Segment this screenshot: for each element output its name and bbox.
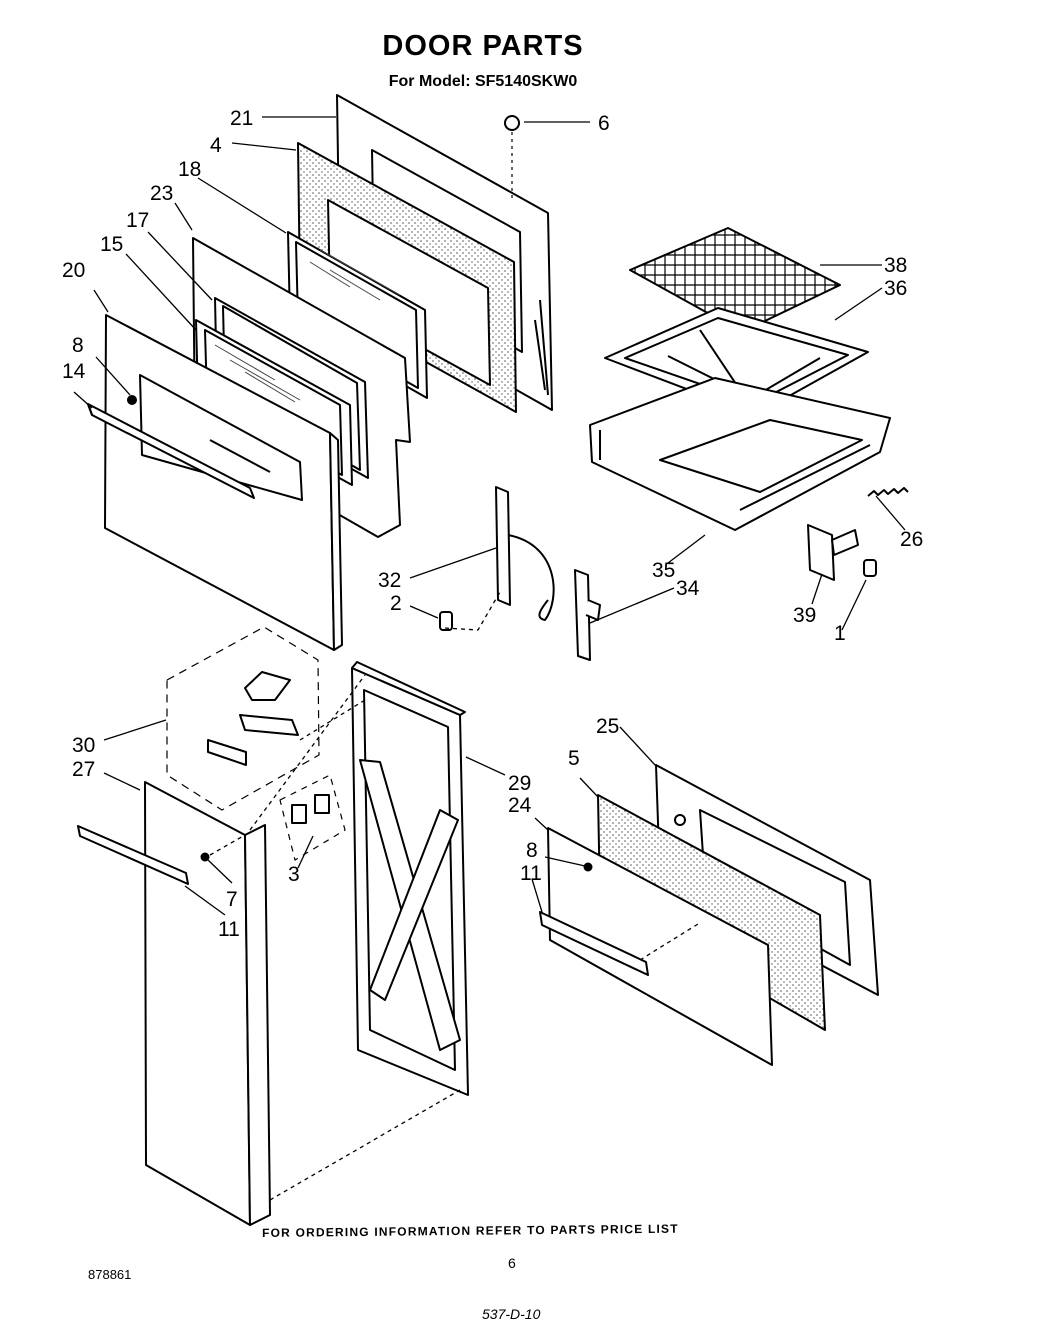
page-number: 6 bbox=[508, 1255, 516, 1271]
callout-23: 23 bbox=[150, 182, 173, 205]
callout-7: 7 bbox=[226, 888, 238, 911]
callout-27: 27 bbox=[72, 758, 95, 781]
handle-part-11-right bbox=[539, 911, 649, 976]
callout-6: 6 bbox=[598, 112, 610, 135]
hinge-part-32 bbox=[495, 486, 555, 621]
lower-door-frame-part-29 bbox=[351, 661, 469, 1096]
document-id: 878861 bbox=[88, 1267, 132, 1282]
callout-36: 36 bbox=[884, 277, 907, 300]
bumper-part-6 bbox=[504, 115, 520, 200]
outer-door-part-20 bbox=[104, 314, 343, 651]
callout-11-left: 11 bbox=[218, 918, 240, 941]
callout-17: 17 bbox=[126, 209, 149, 232]
callout-1: 1 bbox=[834, 622, 846, 645]
handle-part-11-left bbox=[77, 825, 189, 885]
bracket-part-39 bbox=[807, 524, 859, 581]
handwritten-code: 537-D-10 bbox=[482, 1306, 541, 1322]
drawer-front-part-24 bbox=[547, 827, 773, 1066]
broiler-drawer-part-35 bbox=[589, 377, 891, 531]
callout-15: 15 bbox=[100, 233, 123, 256]
callout-29: 29 bbox=[508, 772, 531, 795]
callout-39: 39 bbox=[793, 604, 816, 627]
callout-8-lower: 8 bbox=[526, 839, 538, 862]
callout-24: 24 bbox=[508, 794, 532, 817]
callout-5: 5 bbox=[568, 747, 580, 770]
hinge-part-34 bbox=[574, 569, 601, 661]
callout-21: 21 bbox=[230, 107, 253, 130]
callout-8-upper: 8 bbox=[72, 334, 84, 357]
callout-35: 35 bbox=[652, 559, 675, 582]
callout-14: 14 bbox=[62, 360, 86, 383]
diagram-title: DOOR PARTS bbox=[382, 30, 584, 62]
broiler-grid-part-38 bbox=[629, 227, 841, 333]
callout-11-right: 11 bbox=[520, 862, 542, 885]
callout-30: 30 bbox=[72, 734, 95, 757]
callout-3: 3 bbox=[288, 863, 300, 886]
callout-32: 32 bbox=[378, 569, 401, 592]
callout-34: 34 bbox=[676, 577, 700, 600]
spring-part-26 bbox=[867, 487, 909, 497]
callout-26: 26 bbox=[900, 528, 923, 551]
leader-lines bbox=[73, 116, 906, 1201]
screw-part-1 bbox=[863, 559, 877, 577]
callout-18: 18 bbox=[178, 158, 201, 181]
callout-4: 4 bbox=[210, 134, 222, 157]
callout-2: 2 bbox=[390, 592, 402, 615]
callout-38: 38 bbox=[884, 254, 907, 277]
screw-part-2 bbox=[439, 611, 453, 631]
latch-part-3 bbox=[279, 774, 346, 861]
callout-20: 20 bbox=[62, 259, 85, 282]
model-subtitle: For Model: SF5140SKW0 bbox=[388, 73, 578, 90]
latch-kit-part-30 bbox=[166, 626, 320, 811]
lower-outer-door-part-27 bbox=[144, 781, 271, 1226]
callout-25: 25 bbox=[596, 715, 619, 738]
